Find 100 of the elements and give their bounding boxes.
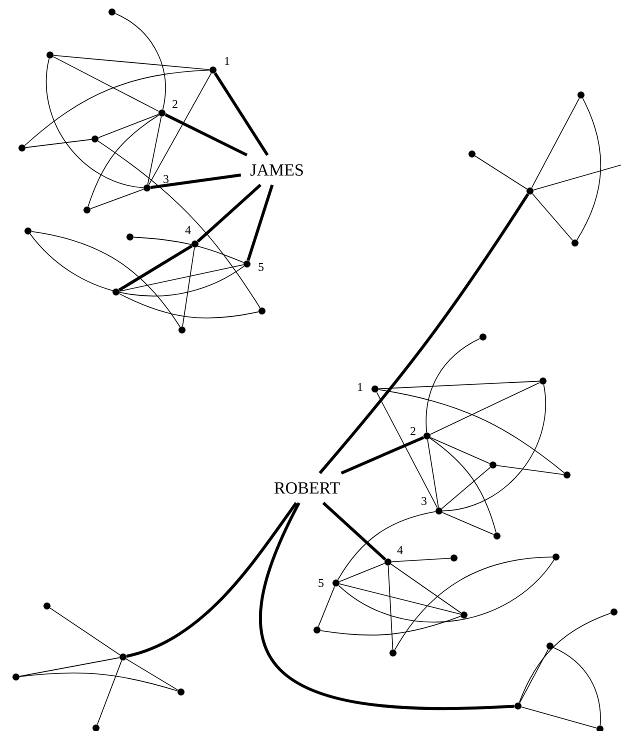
connecting-line bbox=[115, 13, 166, 110]
dot bbox=[24, 228, 32, 234]
dot bbox=[84, 206, 90, 214]
dot bbox=[18, 144, 26, 152]
connecting-line bbox=[318, 193, 530, 474]
connecting-line bbox=[378, 380, 540, 390]
connecting-line bbox=[318, 586, 335, 627]
dot bbox=[514, 702, 522, 710]
connecting-line bbox=[148, 72, 212, 186]
number-label: 5 bbox=[258, 263, 264, 271]
dot bbox=[112, 288, 120, 296]
connecting-line bbox=[53, 54, 210, 70]
connecting-line bbox=[442, 384, 546, 512]
dot bbox=[490, 462, 496, 468]
connecting-line bbox=[496, 465, 564, 475]
connecting-line bbox=[214, 72, 269, 156]
connecting-line bbox=[390, 564, 462, 614]
connecting-line bbox=[88, 114, 160, 207]
connecting-line bbox=[339, 562, 385, 582]
connecting-line bbox=[150, 174, 242, 189]
dot bbox=[46, 52, 54, 58]
number-label: 4 bbox=[397, 546, 403, 554]
connecting-line bbox=[259, 502, 514, 710]
dot bbox=[540, 378, 546, 384]
connecting-line bbox=[426, 338, 480, 433]
dot bbox=[158, 110, 166, 116]
connecting-line bbox=[31, 231, 180, 328]
connecting-line bbox=[337, 511, 436, 580]
dot bbox=[210, 66, 216, 74]
connecting-line bbox=[147, 116, 162, 185]
connecting-line bbox=[474, 156, 528, 190]
connecting-line bbox=[19, 657, 120, 677]
connecting-line bbox=[430, 382, 540, 435]
dot bbox=[178, 326, 186, 334]
connecting-line bbox=[378, 389, 565, 474]
connecting-line bbox=[126, 658, 178, 690]
connecting-line bbox=[182, 247, 195, 327]
dot bbox=[436, 508, 442, 514]
connecting-line bbox=[441, 467, 491, 509]
dot bbox=[258, 308, 266, 314]
connecting-line bbox=[576, 98, 601, 240]
number-label: 2 bbox=[410, 427, 416, 435]
connecting-line bbox=[521, 706, 597, 728]
connecting-line bbox=[246, 184, 274, 261]
name-label: JAMES bbox=[250, 164, 303, 176]
connecting-line bbox=[19, 672, 178, 692]
connecting-line bbox=[118, 244, 193, 292]
number-label: 3 bbox=[422, 496, 427, 506]
connecting-line bbox=[532, 193, 573, 241]
number-label: 5 bbox=[318, 579, 324, 587]
dot bbox=[332, 580, 340, 586]
dot bbox=[314, 626, 320, 634]
dot bbox=[178, 688, 184, 696]
connecting-line bbox=[98, 114, 159, 138]
dot bbox=[108, 8, 116, 16]
connecting-line bbox=[394, 556, 553, 650]
connecting-line bbox=[118, 293, 259, 318]
dot bbox=[192, 240, 198, 248]
dot bbox=[494, 532, 500, 540]
dot bbox=[564, 472, 570, 478]
dot bbox=[372, 386, 378, 392]
dot bbox=[468, 150, 476, 158]
connecting-line bbox=[376, 392, 438, 508]
connecting-line bbox=[322, 502, 386, 561]
connecting-line bbox=[126, 502, 298, 658]
connecting-line bbox=[196, 184, 262, 243]
dot bbox=[244, 260, 250, 268]
connecting-line bbox=[552, 647, 601, 726]
number-label: 2 bbox=[172, 100, 178, 108]
dot bbox=[480, 334, 486, 340]
number-label: 1 bbox=[225, 57, 230, 65]
connecting-line bbox=[340, 436, 424, 474]
connecting-line bbox=[164, 113, 248, 156]
connecting-line bbox=[531, 98, 580, 188]
number-label: 1 bbox=[358, 383, 362, 391]
connecting-line bbox=[24, 70, 210, 146]
connecting-line bbox=[320, 616, 461, 636]
connecting-line bbox=[338, 560, 554, 623]
connecting-line bbox=[119, 264, 244, 292]
dot bbox=[144, 184, 150, 192]
dot bbox=[460, 612, 468, 618]
connecting-line bbox=[388, 565, 394, 650]
dot bbox=[578, 92, 584, 98]
connecting-line bbox=[46, 58, 144, 188]
dot bbox=[384, 558, 392, 566]
dot bbox=[92, 136, 98, 142]
connecting-line bbox=[442, 512, 494, 535]
dot bbox=[526, 188, 534, 194]
dot bbox=[390, 650, 396, 656]
dot bbox=[120, 654, 126, 660]
dot bbox=[552, 554, 560, 560]
connecting-line bbox=[30, 234, 244, 296]
number-label: 4 bbox=[185, 226, 191, 234]
connecting-line bbox=[25, 139, 92, 148]
dot bbox=[546, 642, 554, 650]
dot bbox=[44, 602, 50, 610]
dot bbox=[12, 674, 20, 680]
connecting-line bbox=[98, 140, 260, 308]
connecting-line bbox=[533, 164, 621, 190]
dot bbox=[450, 554, 458, 562]
